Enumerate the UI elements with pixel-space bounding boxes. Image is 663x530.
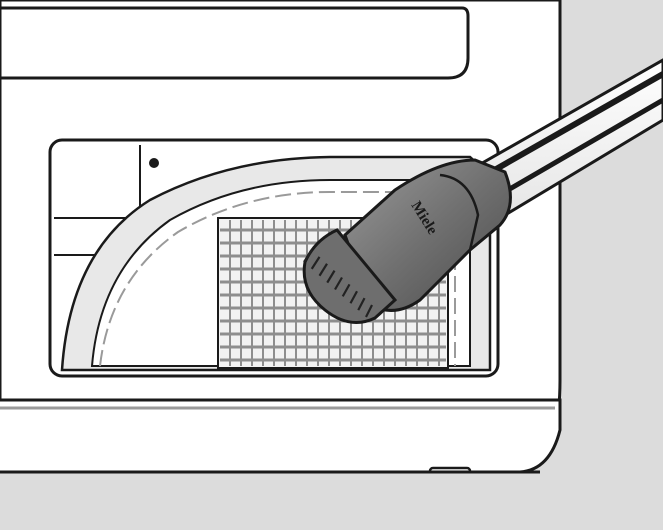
bristle <box>334 276 343 291</box>
tube-stripe-bottom <box>494 97 663 200</box>
nozzle-collar <box>439 173 480 251</box>
release-dot <box>149 158 159 168</box>
tube-stripe-top <box>482 71 663 179</box>
bristle <box>341 283 351 297</box>
bristle <box>310 256 321 270</box>
bristle <box>349 290 358 304</box>
appliance-plinth <box>0 398 562 474</box>
nozzle-body <box>343 158 512 312</box>
floor <box>0 472 663 530</box>
brush-head <box>302 228 398 324</box>
gasket-ridge <box>99 191 456 367</box>
brush-bristles <box>303 249 373 318</box>
bristle <box>357 297 366 311</box>
bristle <box>318 263 328 277</box>
bristle <box>303 249 313 263</box>
bristle <box>326 270 336 284</box>
vacuum-brush-attachment: Miele <box>302 158 512 324</box>
upper-access-panel <box>0 6 470 80</box>
bristle <box>365 304 373 318</box>
